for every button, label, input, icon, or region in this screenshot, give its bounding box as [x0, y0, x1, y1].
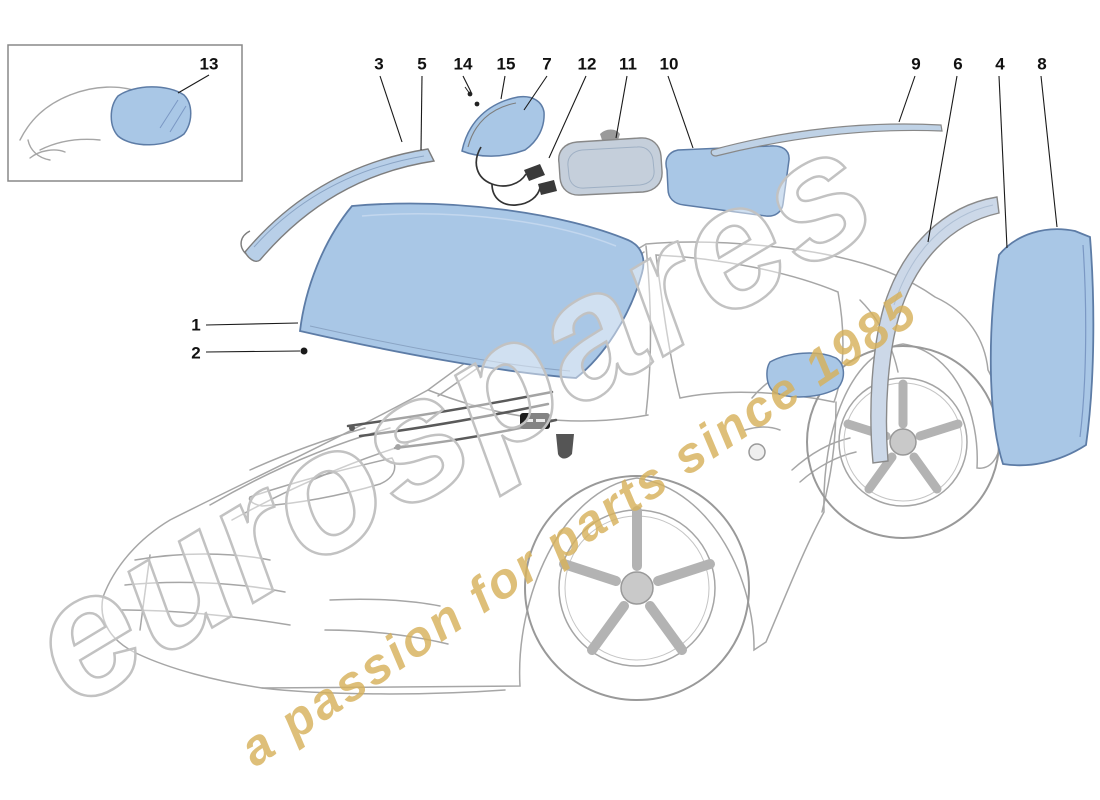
inset-mirror-glass [110, 86, 192, 146]
callout-5: 5 [417, 54, 427, 74]
callout-7: 7 [542, 54, 552, 74]
front-wheel [524, 475, 750, 701]
windscreen-trim-moulding [240, 148, 436, 262]
watermark: eurospares a passion for parts since 198… [0, 88, 928, 777]
mirror-mount-sensor [520, 413, 550, 429]
inset-mirror-box [7, 44, 243, 182]
callout-14: 14 [453, 54, 473, 74]
front-quarter-window [461, 95, 545, 157]
fender-badge [748, 443, 766, 461]
callout-6: 6 [953, 54, 963, 74]
callout-15: 15 [496, 54, 516, 74]
door-mirror [751, 352, 845, 399]
windscreen-glass [299, 202, 645, 379]
callout-4: 4 [995, 54, 1005, 74]
door-window-glass [989, 228, 1095, 467]
callout-11: 11 [619, 54, 637, 74]
callout-13: 13 [199, 54, 219, 74]
interior-rear-view-mirror [558, 129, 663, 196]
callout-12: 12 [577, 54, 597, 74]
callout-10: 10 [659, 54, 679, 74]
rear-screen-glass [665, 145, 790, 217]
callout-2: 2 [191, 343, 201, 363]
callout-9: 9 [911, 54, 921, 74]
callout-8: 8 [1037, 54, 1047, 74]
mirror-wiring [475, 146, 557, 206]
roof-trim-strip [710, 123, 943, 157]
ferrari-shield-badge [556, 434, 574, 459]
callout-3: 3 [374, 54, 384, 74]
callout-1: 1 [191, 315, 201, 335]
window-guide-channel [870, 196, 1000, 464]
fixing-screws [464, 86, 480, 107]
leader-lines [177, 74, 1058, 355]
